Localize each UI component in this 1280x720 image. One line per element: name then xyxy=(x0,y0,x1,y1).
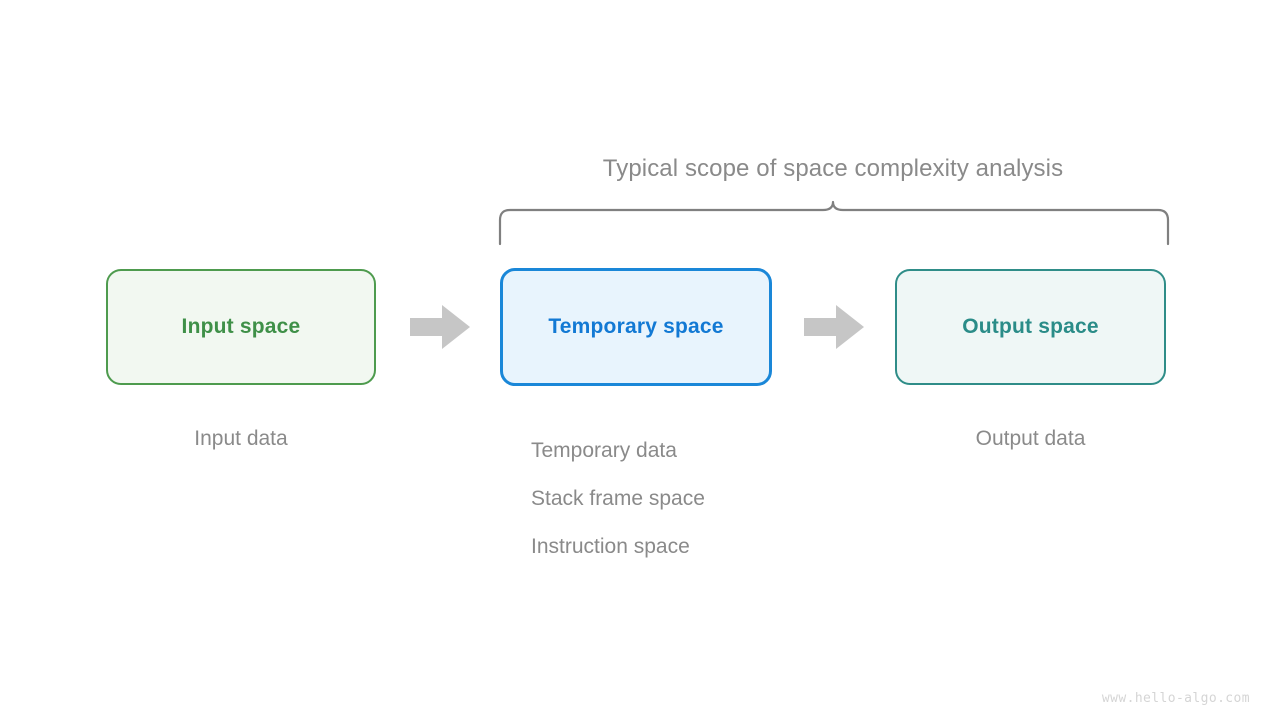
caption-output-data-text: Output data xyxy=(975,427,1086,450)
box-input-space-label: Input space xyxy=(181,315,301,338)
caption-input-data: Input data xyxy=(106,427,376,451)
caption-temporary-data: Temporary data xyxy=(531,439,677,462)
box-temporary-space: Temporary space xyxy=(500,268,772,386)
caption-output-data: Output data xyxy=(895,427,1166,451)
box-output-space-label: Output space xyxy=(962,315,1099,338)
box-temporary-space-label: Temporary space xyxy=(548,315,724,338)
watermark: www.hello-algo.com xyxy=(1101,691,1250,706)
caption-instruction-space: Instruction space xyxy=(531,535,690,558)
caption-temporary-list: Temporary data Stack frame space Instruc… xyxy=(531,427,705,571)
caption-input-data-text: Input data xyxy=(194,427,288,450)
scope-brace-icon xyxy=(498,200,1170,246)
arrow-right-icon-temporary-to-output xyxy=(804,305,864,349)
scope-title-text: Typical scope of space complexity analys… xyxy=(602,155,1064,182)
caption-stack-frame-space: Stack frame space xyxy=(531,487,705,510)
box-output-space: Output space xyxy=(895,269,1166,385)
box-input-space: Input space xyxy=(106,269,376,385)
arrow-right-icon-input-to-temporary xyxy=(410,305,470,349)
scope-title: Typical scope of space complexity analys… xyxy=(0,155,1280,183)
